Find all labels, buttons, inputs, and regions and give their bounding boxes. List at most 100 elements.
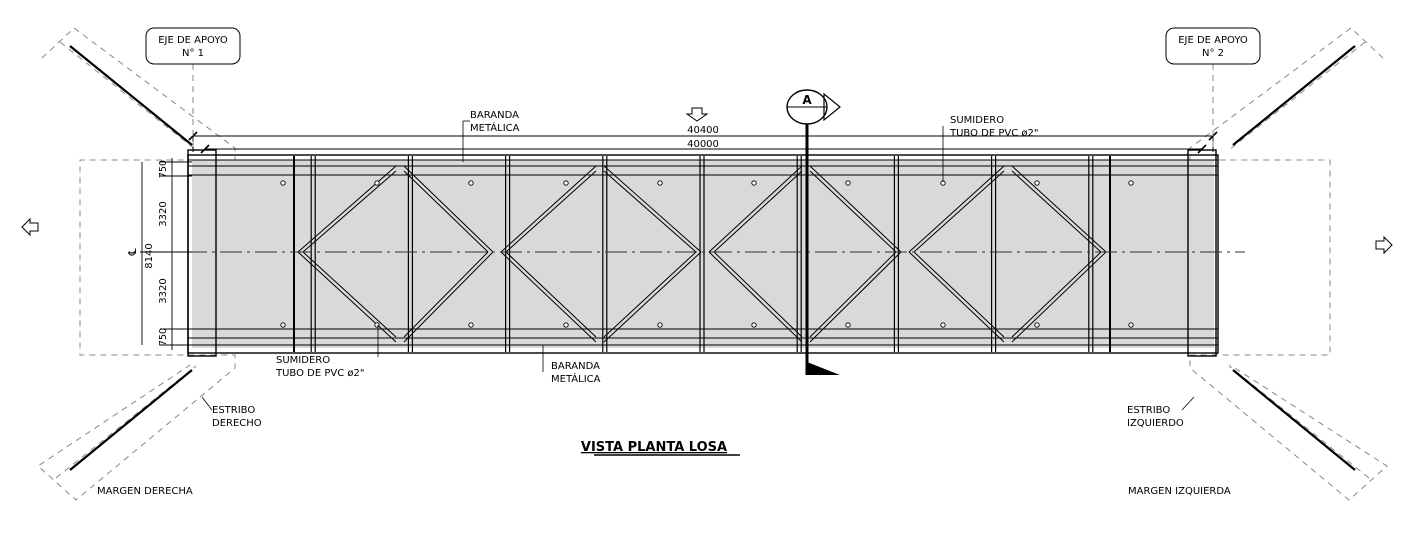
drain-hole [563,180,569,186]
bracing-member [809,170,897,253]
bracing-member [403,170,489,253]
dim-edge-top: 750 [158,160,169,178]
bracing-member [1011,170,1102,253]
bracing-member [913,170,1005,253]
dim-half-bottom: 3320 [158,278,169,303]
bracing-member [809,251,897,338]
drain-label-bottom: SUMIDERO TUBO DE PVC ø2" [275,325,379,379]
bracing-member [603,170,697,253]
bracing-member [603,165,702,253]
bracing-member [403,251,494,343]
drain-hole [940,322,946,328]
cross-beams [293,156,1111,352]
down-arrow-icon [685,107,709,122]
support-axis-1-line2: N° 1 [182,48,204,59]
drain-bottom-line1: SUMIDERO [276,355,330,366]
drain-hole [374,180,380,186]
dim-overall-length: 40400 [687,125,719,136]
drain-hole [845,180,851,186]
drain-holes [280,180,1134,328]
bracing-member [708,251,803,343]
bracing-member [913,251,1005,338]
railing-bottom-line2: METÁLICA [551,372,601,385]
bracing-member [809,165,902,253]
dim-span-length: 40000 [687,139,719,150]
support-axis-tag-1: EJE DE APOYO N° 1 [145,27,241,65]
bracing-member [603,251,702,343]
drain-hole [657,322,663,328]
abutment-derecho-line1: ESTRIBO [212,405,255,416]
bracing-member [1011,251,1102,338]
bracing-member [403,165,494,253]
bracing-member [302,170,397,253]
drain-label-top: SUMIDERO TUBO DE PVC ø2" [942,115,1038,182]
right-arrow-icon [1375,235,1393,255]
drain-hole [1034,322,1040,328]
dim-half-top: 3320 [158,201,169,226]
railing-top-line2: METÁLICA [470,121,520,134]
support-axis-tag-2: EJE DE APOYO N° 2 [1165,27,1261,65]
bracing-member [297,251,397,343]
centerline-symbol: ℄ [126,248,139,256]
x-bracing [297,165,1107,343]
dim-edge-bottom: 750 [158,328,169,346]
drain-hole [751,180,757,186]
bracing-member [505,170,597,253]
drain-hole [280,322,286,328]
support-axis-2-line1: EJE DE APOYO [1178,35,1248,46]
bracing-member [500,251,597,343]
railing-label-top: BARANDA METÁLICA [462,110,520,162]
abutment-right-outline [1189,27,1388,501]
support-block-1 [187,149,217,357]
railing-top-line1: BARANDA [470,110,519,121]
abutment-izquierdo-line1: ESTRIBO [1127,405,1170,416]
top-dimensions: 40400 40000 [188,125,1218,154]
railing-bottom-line1: BARANDA [551,361,600,372]
abutment-label-left-side: ESTRIBO IZQUIERDO [1127,396,1195,429]
drain-hole [751,322,757,328]
bank-right-label: MARGEN DERECHA [97,486,193,497]
drain-hole [374,322,380,328]
drain-hole [468,180,474,186]
left-dimensions: 750 3320 3320 750 8140 ℄ [126,158,192,350]
bracing-member [302,251,397,338]
drain-hole [657,180,663,186]
abutment-izquierdo-line2: IZQUIERDO [1127,418,1184,429]
bracing-member [708,165,803,253]
bracing-member [297,165,397,253]
drain-hole [845,322,851,328]
drain-hole [563,322,569,328]
drain-hole [468,322,474,328]
section-marker-letter: A [802,93,812,107]
bank-left-label: MARGEN IZQUIERDA [1128,486,1231,497]
bracing-member [505,251,597,338]
railing-lines [188,159,1218,346]
left-arrow-icon [21,217,39,237]
bracing-member [1011,165,1107,253]
abutment-label-right-side: ESTRIBO DERECHO [201,396,262,429]
drain-bottom-line2: TUBO DE PVC ø2" [275,368,364,379]
drain-hole [280,180,286,186]
bracing-member [500,165,597,253]
bracing-member [713,251,803,338]
slab-surface [192,160,1214,348]
drawing-title: VISTA PLANTA LOSA [581,440,727,455]
drain-hole [1128,322,1134,328]
abutment-derecho-line2: DERECHO [212,418,262,429]
bracing-member [1011,251,1107,343]
bracing-member [403,251,489,338]
section-cut-marker: A [786,89,841,375]
abutment-left-outline [37,27,236,501]
bracing-member [908,165,1005,253]
bracing-member [908,251,1005,343]
drain-hole [1034,180,1040,186]
support-axis-2-line2: N° 2 [1202,48,1224,59]
bracing-member [713,170,803,253]
railing-label-bottom: BARANDA METÁLICA [542,345,601,385]
support-axis-1-line1: EJE DE APOYO [158,35,228,46]
dim-total-width: 8140 [144,243,155,268]
drain-hole [1128,180,1134,186]
bracing-member [603,251,697,338]
drain-top-line1: SUMIDERO [950,115,1004,126]
